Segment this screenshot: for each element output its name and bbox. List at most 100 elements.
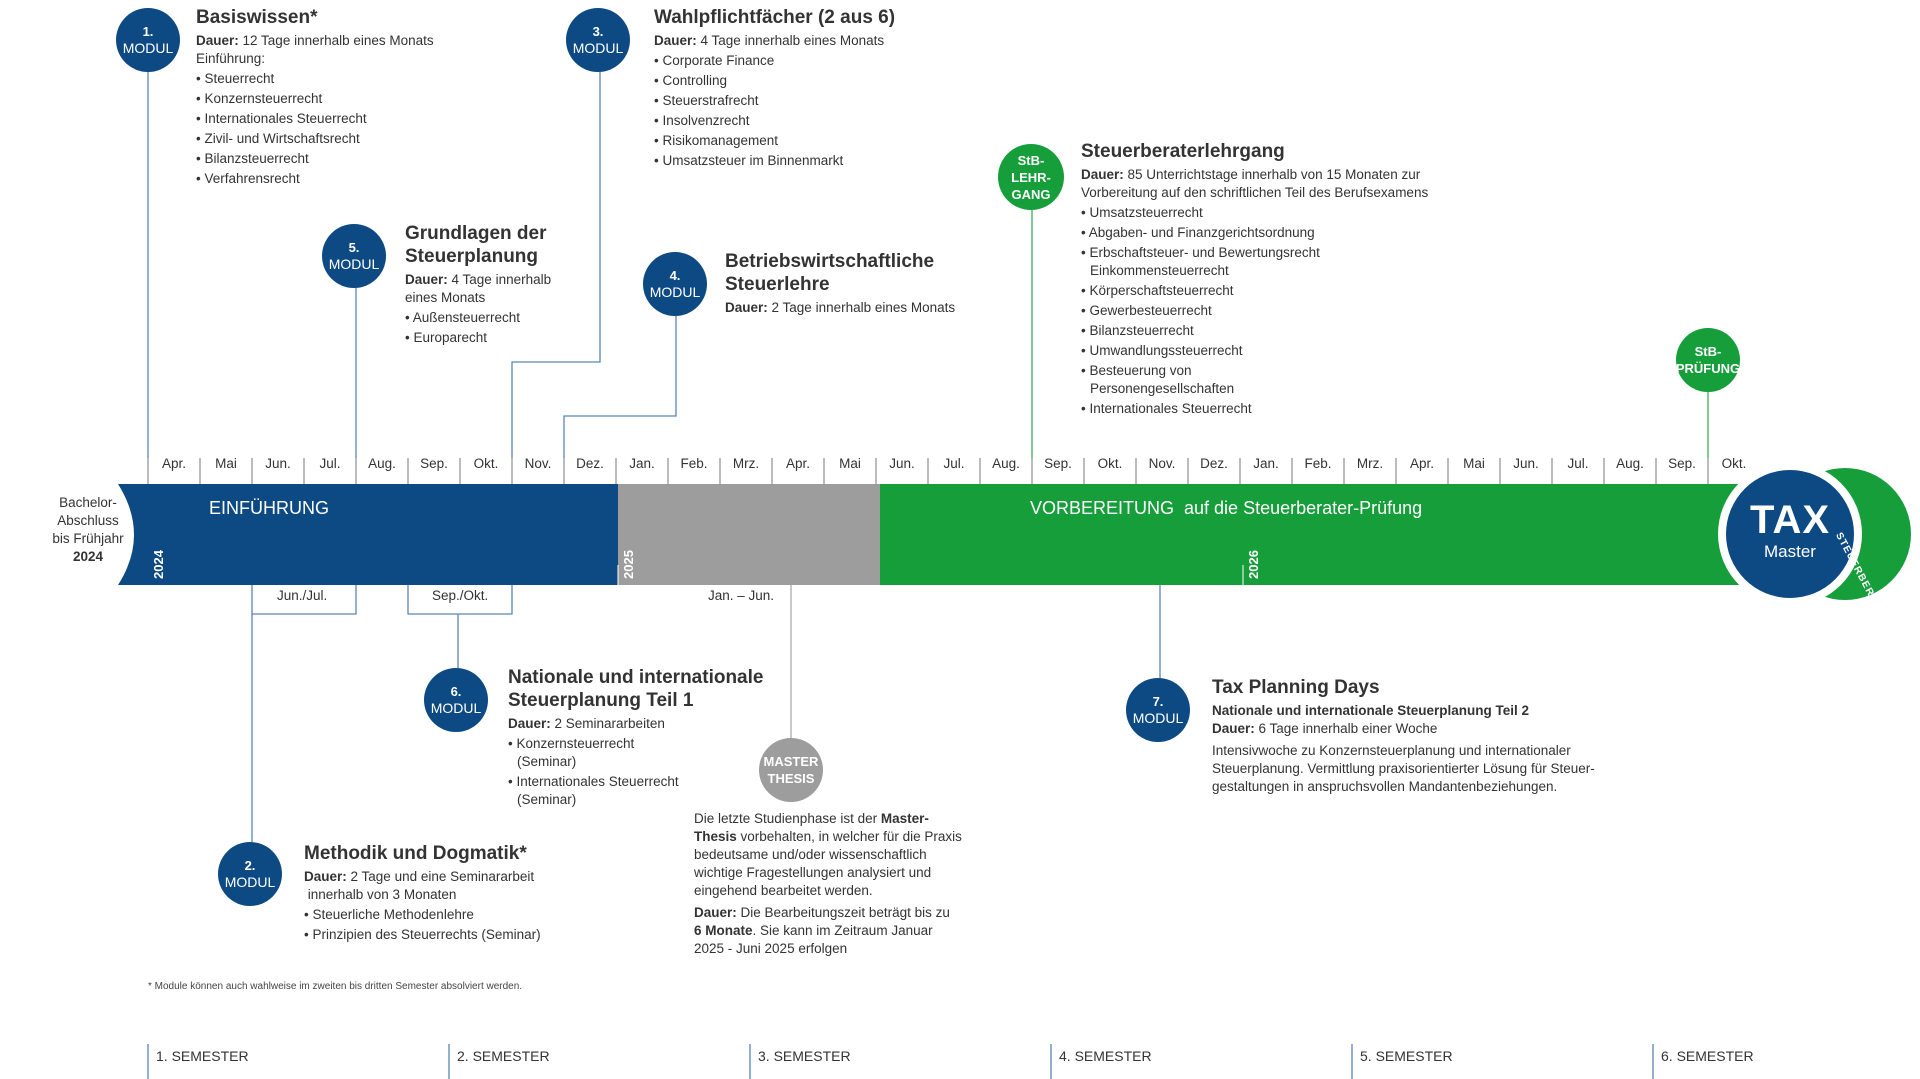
month-label: Dez. xyxy=(576,456,604,471)
list-item: Steuerstrafrecht xyxy=(654,92,974,110)
module-5-list: AußensteuerrechtEuroparecht xyxy=(405,309,605,347)
stb-lehrgang-badge: StB-LEHR-GANG xyxy=(998,144,1064,210)
module-6-list: Konzernsteuerrecht (Seminar)Internationa… xyxy=(508,735,688,809)
module-3-title: Wahlpflichtfächer (2 aus 6) xyxy=(654,7,896,28)
month-label: Jun. xyxy=(889,456,915,471)
module-2-info: Methodik und Dogmatik* Dauer: 2 Tage und… xyxy=(304,842,584,946)
module-7-info: Tax Planning Days Nationale und internat… xyxy=(1212,676,1632,796)
month-label: Okt. xyxy=(1721,456,1747,471)
list-item: Umwandlungssteuerrecht xyxy=(1081,342,1321,360)
bachelor-label: Bachelor- Abschluss bis Frühjahr 2024 xyxy=(52,495,124,564)
list-item: Zivil- und Wirtschaftsrecht xyxy=(196,130,496,148)
module-7-badge: 7.MODUL xyxy=(1126,678,1190,742)
month-label: Jan. xyxy=(1253,456,1279,471)
prep-band-label: VORBEREITUNG auf die Steuerberater-Prüfu… xyxy=(1030,498,1423,518)
module-2-badge: 2.MODUL xyxy=(218,842,282,906)
range-sepokt: Sep./Okt. xyxy=(432,588,489,603)
module-1-list: SteuerrechtKonzernsteuerrechtInternation… xyxy=(196,70,496,188)
module-1-info: Basiswissen* Dauer: 12 Tage innerhalb ei… xyxy=(196,6,496,190)
month-label: Okt. xyxy=(1097,456,1123,471)
logo-tax: TAX xyxy=(1749,498,1831,542)
year-2026: 2026 xyxy=(1246,550,1261,579)
list-item: Besteuerung von Personengesellschaften xyxy=(1081,362,1321,398)
month-label: Mai xyxy=(1463,456,1485,471)
month-label: Aug. xyxy=(368,456,396,471)
year-2024: 2024 xyxy=(151,550,166,579)
list-item: Europarecht xyxy=(405,329,605,347)
month-label: Dez. xyxy=(1200,456,1228,471)
list-item: Bilanzsteuerrecht xyxy=(1081,322,1321,340)
sepokt-bracket xyxy=(407,585,513,615)
list-item: Internationales Steuerrecht xyxy=(1081,400,1321,418)
semester-6: 6. SEMESTER xyxy=(1661,1048,1754,1064)
month-label: Apr. xyxy=(785,456,810,471)
list-item: Steuerrecht xyxy=(196,70,496,88)
stb-lehrgang-info: Steuerberaterlehrgang Dauer: 85 Unterric… xyxy=(1081,140,1451,420)
month-label: Jul. xyxy=(1567,456,1589,471)
list-item: Steuerliche Methodenlehre xyxy=(304,906,584,924)
list-item: Körperschaftsteuerrecht xyxy=(1081,282,1321,300)
month-label: Feb. xyxy=(680,456,708,471)
list-item: Abgaben- und Finanzgerichtsordnung xyxy=(1081,224,1321,242)
list-item: Umsatzsteuer im Binnenmarkt xyxy=(654,152,974,170)
semester-5: 5. SEMESTER xyxy=(1360,1048,1453,1064)
module-2-title: Methodik und Dogmatik* xyxy=(304,843,527,864)
module-4-badge: 4.MODUL xyxy=(643,252,707,316)
month-label: Sep. xyxy=(420,456,448,471)
month-label: Mrz. xyxy=(732,456,760,471)
master-thesis-info: Die letzte Studienphase ist der Master-T… xyxy=(694,811,962,956)
list-item: Erbschaftsteuer- und Bewertungsrecht Ein… xyxy=(1081,244,1321,280)
month-label: Feb. xyxy=(1304,456,1332,471)
semester-3: 3. SEMESTER xyxy=(758,1048,851,1064)
list-item: Bilanzsteuerrecht xyxy=(196,150,496,168)
list-item: Umsatzsteuerrecht xyxy=(1081,204,1321,222)
list-item: Corporate Finance xyxy=(654,52,974,70)
list-item: Risikomanagement xyxy=(654,132,974,150)
list-item: Controlling xyxy=(654,72,974,90)
intro-band-label: EINFÜHRUNG xyxy=(209,498,329,518)
stb-lehrgang-title: Steuerberaterlehrgang xyxy=(1081,141,1285,162)
module-3-list: Corporate FinanceControllingSteuerstrafr… xyxy=(654,52,974,170)
month-ticks xyxy=(147,458,1709,484)
semester-2: 2. SEMESTER xyxy=(457,1048,550,1064)
month-label: Aug. xyxy=(992,456,1020,471)
month-label: Nov. xyxy=(1148,456,1176,471)
month-label: Nov. xyxy=(524,456,552,471)
month-label: Mai xyxy=(215,456,237,471)
module-5-badge: 5.MODUL xyxy=(322,224,386,288)
list-item: Verfahrensrecht xyxy=(196,170,496,188)
footnote: * Module können auch wahlweise im zweite… xyxy=(148,981,523,992)
month-label: Mai xyxy=(839,456,861,471)
month-label: Mrz. xyxy=(1356,456,1384,471)
month-axis: Apr. Mai Jun. Jul. Aug. Sep. Okt. Nov. Dez. Jan. F… xyxy=(0,456,1920,476)
semester-4: 4. SEMESTER xyxy=(1059,1048,1152,1064)
list-item: Internationales Steuerrecht (Seminar) xyxy=(508,773,688,809)
m3-connector xyxy=(511,72,601,458)
month-label: Jan. xyxy=(629,456,655,471)
month-label: Jun. xyxy=(265,456,291,471)
junjul-bracket xyxy=(251,585,357,615)
module-7-title: Tax Planning Days xyxy=(1212,677,1380,698)
list-item: Konzernsteuerrecht xyxy=(196,90,496,108)
intro-band xyxy=(118,484,618,585)
module-2-list: Steuerliche MethodenlehrePrinzipien des … xyxy=(304,906,584,944)
list-item: Gewerbesteuerrecht xyxy=(1081,302,1321,320)
month-label: Aug. xyxy=(1616,456,1644,471)
stb-lehrgang-list: UmsatzsteuerrechtAbgaben- und Finanzgeri… xyxy=(1081,204,1321,418)
list-item: Konzernsteuerrecht (Seminar) xyxy=(508,735,688,771)
list-item: Außensteuerrecht xyxy=(405,309,605,327)
module-3-badge: 3.MODUL xyxy=(566,8,630,72)
prep-band xyxy=(880,484,1750,585)
thesis-band xyxy=(618,484,880,585)
month-label: Okt. xyxy=(473,456,499,471)
month-label: Sep. xyxy=(1668,456,1696,471)
module-3-info: Wahlpflichtfächer (2 aus 6) Dauer: 4 Tag… xyxy=(654,6,974,172)
list-item: Insolvenzrecht xyxy=(654,112,974,130)
